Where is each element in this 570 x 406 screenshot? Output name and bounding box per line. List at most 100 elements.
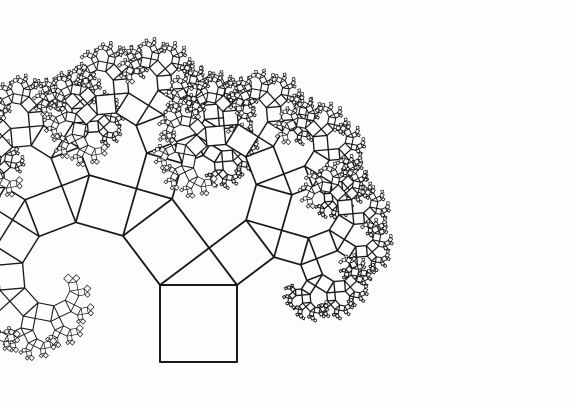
fractal-square (63, 99, 66, 102)
fractal-square (65, 112, 76, 123)
fractal-square (43, 353, 48, 358)
fractal-square (180, 116, 191, 127)
fractal-square (11, 127, 31, 147)
fractal-square (4, 341, 9, 346)
fractal-square (384, 223, 387, 226)
fractal-square (65, 291, 79, 305)
fractal-square (334, 281, 346, 293)
fractal-square (98, 86, 101, 89)
fractal-square (345, 136, 353, 144)
fractal-square (373, 233, 381, 241)
fractal-square (32, 96, 36, 100)
fractal-square (236, 106, 241, 111)
fractal-square (329, 214, 332, 217)
fractal-square (332, 313, 335, 316)
fractal-square (314, 319, 317, 322)
fractal-square (199, 67, 202, 70)
fractal-square (249, 122, 252, 125)
fractal-square (77, 65, 81, 69)
fractal-square (368, 277, 371, 280)
fractal-square (175, 143, 186, 154)
fractal-square (52, 129, 57, 134)
fractal-square (97, 61, 108, 72)
fractal-square (306, 302, 315, 311)
fractal-square (286, 107, 289, 110)
fractal-square (100, 140, 103, 143)
fractal-square (262, 69, 265, 72)
fractal-square (366, 232, 369, 235)
fractal-square (293, 94, 296, 97)
fractal-square (161, 120, 165, 124)
fractal-square (284, 287, 287, 290)
fractal-square (226, 186, 229, 189)
fractal-square (315, 274, 333, 292)
fractal-square (35, 303, 54, 322)
fractal-square (193, 85, 197, 89)
fractal-square (18, 170, 21, 173)
fractal-square (296, 306, 299, 309)
fractal-square (375, 218, 378, 221)
fractal-square (362, 138, 365, 141)
fractal-square (51, 88, 55, 92)
fractal-square (71, 84, 82, 95)
fractal-square (194, 177, 204, 187)
fractal-square (140, 57, 151, 68)
fractal-square (93, 52, 97, 56)
fractal-square (163, 130, 167, 134)
fractal-square (296, 118, 307, 129)
fractal-square (347, 313, 350, 316)
fractal-square (172, 56, 180, 64)
fractal-square (255, 100, 258, 103)
fractal-square (232, 103, 236, 107)
fractal-square (206, 92, 217, 103)
fractal-square (164, 117, 167, 120)
fractal-square (12, 94, 23, 105)
fractal-square (145, 39, 148, 42)
fractal-square (24, 74, 27, 77)
fractal-square (233, 156, 242, 165)
fractal-square (321, 202, 328, 209)
fractal-square (345, 255, 348, 258)
fractal-square (339, 107, 342, 110)
fractal-square (301, 99, 304, 102)
fractal-square (343, 170, 347, 174)
fractal-square (347, 122, 350, 125)
fractal-square (283, 295, 286, 298)
fractal-square (162, 42, 165, 45)
fractal-square (359, 153, 362, 156)
fractal-square (183, 54, 186, 57)
fractal-square (307, 113, 315, 121)
fractal-square (165, 63, 177, 75)
fractal-square (157, 158, 161, 162)
fractal-square (306, 204, 310, 208)
fractal-square (0, 161, 10, 173)
fractal-square (239, 78, 242, 81)
fractal-square (220, 183, 223, 186)
fractal-square (208, 71, 211, 74)
fractal-square (180, 188, 184, 192)
fractal-square (321, 182, 332, 193)
fractal-square (50, 115, 56, 121)
fractal-square (353, 213, 365, 225)
fractal-square (331, 300, 340, 309)
fractal-square (288, 298, 293, 303)
fractal-square (343, 167, 346, 170)
fractal-square (158, 144, 161, 147)
fractal-square (8, 109, 11, 112)
fractal-square (261, 72, 265, 76)
fractal-square (295, 289, 302, 296)
fractal-square (46, 116, 50, 120)
fractal-square (342, 269, 345, 272)
fractal-square (167, 108, 171, 112)
fractal-square (34, 339, 44, 349)
fractal-square (85, 145, 95, 155)
fractal-square (250, 89, 261, 100)
fractal-square (70, 340, 75, 345)
fractal-square (317, 304, 320, 307)
fractal-square (119, 50, 123, 54)
fractal-square (174, 42, 177, 45)
fractal-square (103, 90, 106, 93)
fractal-square (344, 272, 349, 277)
